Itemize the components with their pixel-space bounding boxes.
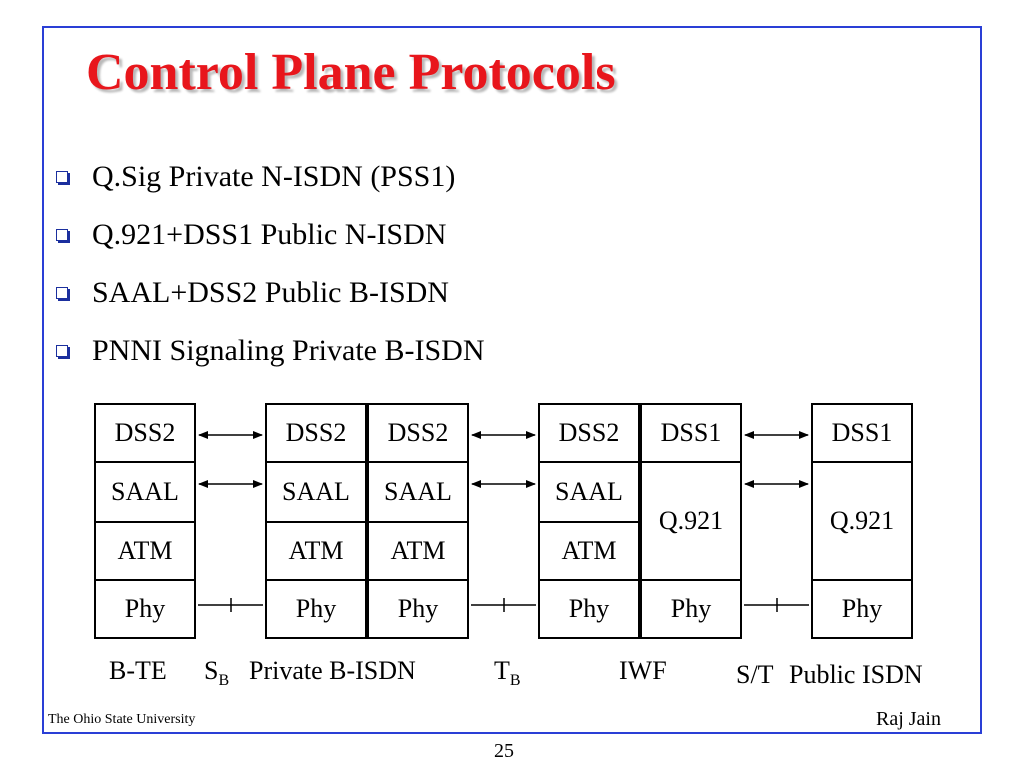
square-bullet-icon [56,287,68,299]
stack-private-a-layer-atm: ATM [265,521,367,581]
stack-bte-layer-dss2: DSS2 [94,403,196,463]
stack-iwf-a-layer-atm: ATM [538,521,640,581]
stack-iwf-b-layer-phy: Phy [640,579,742,639]
footer-organization: The Ohio State University [48,712,196,727]
stack-iwf-b-layer-q921: Q.921 [640,461,742,581]
stack-private-b-layer-phy: Phy [367,579,469,639]
stack-bte-layer-saal: SAAL [94,461,196,523]
stack-iwf-a-layer-saal: SAAL [538,461,640,523]
square-bullet-icon [56,229,68,241]
stack-public-layer-dss1: DSS1 [811,403,913,463]
page-number: 25 [494,740,514,762]
stack-iwf-a-layer-dss2: DSS2 [538,403,640,463]
stack-public-layer-phy: Phy [811,579,913,639]
square-bullet-icon [56,171,68,183]
label-private-b-isdn: Private B-ISDN [249,656,416,685]
label-tb-subscript: B [509,672,521,689]
label-b-te: B-TE [109,656,167,685]
label-sb-subscript: B [218,672,230,689]
bullet-text: SAAL+DSS2 Public B-ISDN [92,276,449,309]
bullet-text: Q.921+DSS1 Public N-ISDN [92,218,447,251]
label-sb-main: S [204,656,219,685]
square-bullet-icon [56,345,68,357]
bullet-text: PNNI Signaling Private B-ISDN [92,334,485,367]
label-iwf: IWF [619,656,667,685]
stack-bte-layer-phy: Phy [94,579,196,639]
stack-iwf-a-layer-phy: Phy [538,579,640,639]
label-public-isdn: Public ISDN [789,660,923,689]
stack-private-b-layer-atm: ATM [367,521,469,581]
stack-private-a-layer-phy: Phy [265,579,367,639]
label-tb-main: T [494,656,510,685]
bullet-text: Q.Sig Private N-ISDN (PSS1) [92,160,456,193]
stack-private-a-layer-saal: SAAL [265,461,367,523]
label-tb: TB [494,656,521,690]
label-st: S/T [736,660,774,689]
label-sb: SB [204,656,229,690]
footer-author: Raj Jain [876,708,941,730]
stack-private-a-layer-dss2: DSS2 [265,403,367,463]
slide-title: Control Plane Protocols [86,44,616,101]
stack-public-layer-q921: Q.921 [811,461,913,581]
slide-frame [42,26,982,734]
